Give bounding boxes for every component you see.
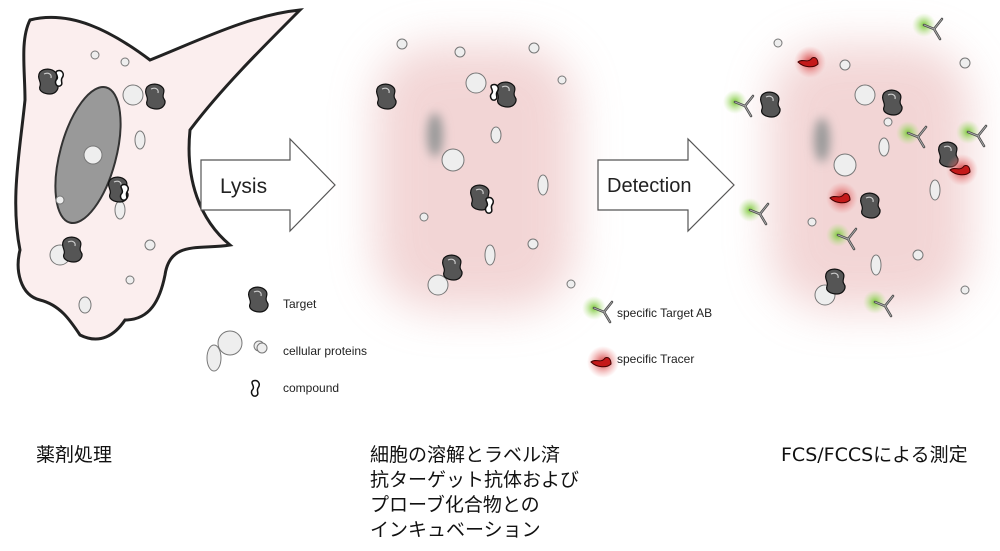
legend-cellular-proteins: cellular proteins: [283, 344, 367, 358]
caption-line: プローブ化合物との: [370, 494, 540, 516]
caption-line: 細胞の溶解とラベル済: [370, 444, 561, 466]
legend-target: Target: [283, 297, 317, 311]
tracer-legend-icon: [586, 345, 620, 379]
caption-fcs-measurement: FCS/FCCSによる測定: [781, 444, 968, 466]
caption-drug-treatment: 薬剤処理: [36, 444, 113, 466]
cellular-proteins-legend-icon: [206, 330, 268, 372]
legend-antibody: specific Target AB: [617, 306, 712, 320]
caption-line: インキュベーション: [370, 519, 541, 541]
cell-illustration: [14, 8, 305, 341]
legend-compound: compound: [283, 381, 339, 395]
antibody-legend-icon: [580, 294, 614, 324]
detection-arrow: Detection: [597, 137, 735, 233]
lysis-label: Lysis: [220, 175, 267, 198]
lysis-arrow: Lysis: [200, 137, 336, 233]
detection-label: Detection: [607, 175, 692, 197]
legend-tracer: specific Tracer: [617, 352, 694, 366]
caption-lysis-incubation: 細胞の溶解とラベル済 抗ターゲット抗体および プローブ化合物との インキュベーシ…: [370, 443, 579, 543]
legend-right: specific Target AB specific Tracer: [580, 294, 712, 379]
lysate-illustration: [375, 38, 576, 310]
target-legend-icon: [247, 286, 269, 313]
detection-illustration: [721, 11, 988, 318]
legend-left: Target cellular proteins compound: [206, 286, 367, 397]
compound-legend-icon: [250, 379, 260, 397]
caption-line: 抗ターゲット抗体および: [370, 469, 580, 491]
